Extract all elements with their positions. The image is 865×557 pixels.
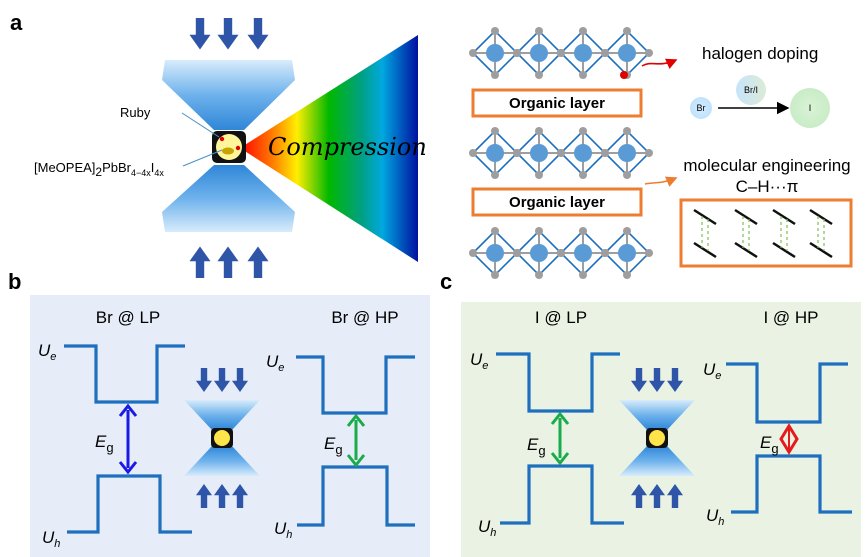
aromatic-ring-edge [693,208,717,226]
upper-diamond [162,60,295,130]
organic-layer-label: Organic layer [509,95,605,112]
ruby-leader-line [181,112,220,138]
conduction-band-br-hp [296,355,415,415]
aromatic-ring-edge [734,208,758,226]
press-arrow-icon [247,246,269,278]
aromatic-ring-edge [772,208,796,226]
uh-label: Uh [706,506,724,528]
perovskite-layer-1 [468,26,654,80]
spectrum-cone [240,35,418,262]
ch-pi-stacking-pairs [693,208,833,259]
i-ion-label: I [809,103,812,113]
perovskite-layer-2 [468,126,654,180]
panel-label-a: a [10,10,23,35]
valence-band-br-hp [297,465,415,527]
i-ion [790,88,830,128]
panel-label-c: c [440,269,452,294]
mixed-ion [736,75,766,105]
press-arrows-bottom [189,246,269,278]
mixed-ion-label: Br/I [744,85,758,95]
ruby-dot [219,136,225,142]
uh-label: Uh [478,517,496,539]
organic-layer-1 [471,88,643,118]
aromatic-ring-edge [734,241,758,259]
diamond-anvil-cell [162,18,295,278]
press-arrow-icon [247,18,269,50]
molecular-engineering-title: molecular engineering [683,156,850,175]
organic-layer-2 [471,187,643,217]
press-arrow-icon [217,18,239,50]
conduction-band-i-lp [496,352,620,413]
perovskite-layer-3 [468,226,654,280]
ue-label: Ue [703,360,721,382]
valence-band-br-lp [67,474,192,534]
engineering-pointer-arrow [644,176,678,187]
ue-label: Ue [38,341,56,363]
bandgap-arrow-i-hp [779,423,799,455]
sample-leader-line [182,149,223,167]
ue-label: Ue [266,352,284,374]
organic-layer-label: Organic layer [509,194,605,211]
conduction-band-br-lp [64,344,185,404]
br-ion [690,97,712,119]
press-arrows-top [189,18,269,50]
aromatic-ring-edge [809,241,833,259]
doped-halide-atom [620,71,628,79]
press-arrow-icon [189,246,211,278]
valence-band-i-hp [731,454,852,514]
uh-label: Uh [274,519,292,541]
ruby-label: Ruby [120,105,151,120]
ue-label: Ue [470,350,488,372]
valence-band-i-lp [500,464,624,525]
doping-pointer-arrow [641,58,678,70]
conduction-band-i-hp [726,362,848,424]
eg-label: Eg [527,435,546,458]
panel-label-b: b [8,269,21,294]
aromatic-ring-edge [809,208,833,226]
i-lp-title: I @ LP [535,308,587,327]
press-arrow-icon [189,18,211,50]
uh-label: Uh [42,528,60,550]
sample-formula-label: [MeOPEA]2PbBr4−4xI4x [34,160,164,179]
press-arrow-icon [217,246,239,278]
lower-diamond [162,165,295,232]
br-lp-title: Br @ LP [96,308,161,327]
interaction-label: C–H···π [736,177,799,196]
ruby-dot [235,145,241,151]
compression-label: Compression [268,133,427,161]
aromatic-ring-edge [693,241,717,259]
aromatic-ring-edge [772,241,796,259]
eg-label: Eg [95,432,114,455]
sample-crystal [222,147,234,155]
stacking-box [679,198,853,268]
eg-label: Eg [760,433,779,456]
eg-label: Eg [324,434,343,457]
i-hp-title: I @ HP [763,308,818,327]
br-ion-label: Br [697,103,706,113]
halogen-doping-title: halogen doping [702,44,818,63]
br-hp-title: Br @ HP [331,308,398,327]
